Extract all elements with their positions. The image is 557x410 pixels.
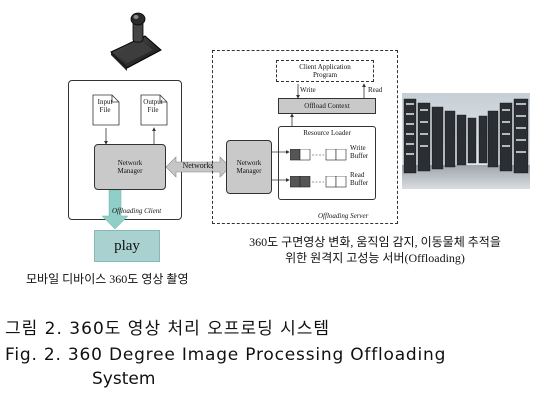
output-file-icon <box>138 93 170 127</box>
input-file-icon <box>90 93 122 127</box>
write-label: Write <box>300 86 316 94</box>
client-file-arrows <box>104 127 156 145</box>
read-label: Read <box>368 86 383 94</box>
server-internal-arrows <box>272 113 294 182</box>
resource-loader-label: Resource Loader <box>303 129 351 137</box>
read-buffer-label: Read Buffer <box>350 171 369 187</box>
resource-loader-box <box>278 126 376 200</box>
smartphone-vr-controller-icon <box>105 8 165 74</box>
output-file-label: Output File <box>143 98 163 114</box>
offload-context: Offload Context <box>278 98 376 114</box>
write-buffer-label: Write Buffer <box>350 144 369 160</box>
server-network-manager-label: Network Manager <box>236 159 262 175</box>
offloading-server-label: Offloading Server <box>318 212 369 220</box>
client-application-program: Client Application Program <box>276 60 374 82</box>
play-box: play <box>94 230 160 262</box>
write-buffer-blocks <box>289 146 356 165</box>
figure-title-english-line2: System <box>92 369 156 389</box>
figure-title-korean: 그림 2. 360도 영상 처리 오프로딩 시스템 <box>5 319 331 339</box>
offload-context-label: Offload Context <box>304 102 350 110</box>
server-write-read-arrows <box>296 83 366 99</box>
offloading-server-box <box>212 50 398 224</box>
client-to-play-arrow <box>101 190 129 230</box>
figure-title-english-line1: Fig. 2. 360 Degree Image Processing Offl… <box>5 345 447 365</box>
networks-label: Networks <box>182 161 214 170</box>
server-network-manager: Network Manager <box>226 140 272 194</box>
mobile-caption: 모바일 디바이스 360도 영상 촬영 <box>26 272 189 286</box>
server-racks-photo-icon <box>402 93 530 189</box>
offloading-client-box <box>68 80 182 220</box>
offloading-client-label: Offloading Client <box>112 207 162 215</box>
play-label: play <box>114 237 140 254</box>
input-file-label: Input File <box>97 98 113 114</box>
read-buffer-blocks <box>289 173 356 192</box>
client-application-program-label: Client Application Program <box>299 63 351 79</box>
client-network-manager: Network Manager <box>94 144 166 190</box>
networks-double-arrow <box>166 156 230 178</box>
client-network-manager-label: Network Manager <box>117 159 143 175</box>
server-caption: 360도 구면영상 변화, 움직임 감지, 이동물체 추적을 위한 원격지 고성… <box>249 235 501 265</box>
